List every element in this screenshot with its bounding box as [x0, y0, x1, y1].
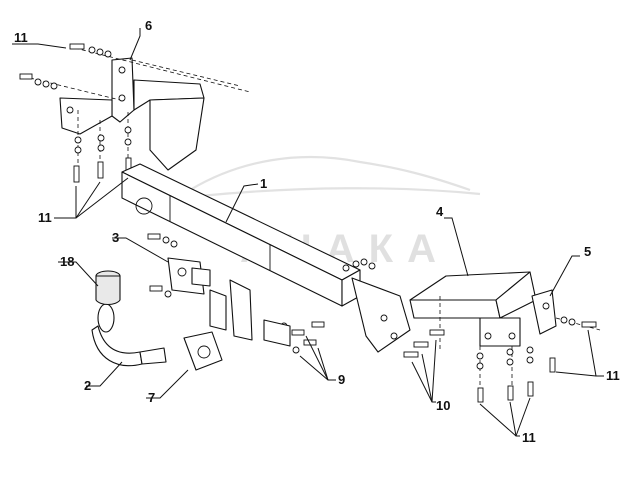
- callout-11-bottom: 11: [522, 430, 536, 445]
- crossbar-right-plate: [351, 277, 411, 353]
- leader-lines: [12, 28, 604, 437]
- callout-18: 18: [60, 254, 74, 269]
- callout-6: 6: [145, 18, 152, 33]
- callout-11-right: 11: [606, 368, 620, 383]
- part-5-end-bracket: [531, 289, 601, 335]
- callout-3: 3: [112, 230, 119, 245]
- part-2-towball: [91, 303, 167, 367]
- callout-5: 5: [584, 244, 591, 259]
- part-18-cap: [95, 270, 121, 306]
- callout-11-top-left: 11: [14, 30, 28, 45]
- callout-2: 2: [84, 378, 91, 393]
- callout-1: 1: [260, 176, 267, 191]
- watermark-car-icon: [189, 155, 481, 198]
- hardware-right: [476, 316, 597, 403]
- callout-labels: 11 6 11 1 3 18 2 7 9 10 4 5 11 11: [14, 18, 620, 445]
- part-4-right-bracket: [409, 271, 537, 400]
- crossbar-centre-bracket: [209, 279, 291, 347]
- part-3-plate: [147, 233, 211, 298]
- part-7-socket: [183, 331, 223, 371]
- callout-10: 10: [436, 398, 450, 413]
- callout-11-left: 11: [38, 210, 52, 225]
- hardware-top-left: [19, 43, 132, 183]
- part-6-left-bracket: [29, 47, 251, 171]
- callout-9: 9: [338, 372, 345, 387]
- callout-4: 4: [436, 204, 444, 219]
- callout-7: 7: [148, 390, 155, 405]
